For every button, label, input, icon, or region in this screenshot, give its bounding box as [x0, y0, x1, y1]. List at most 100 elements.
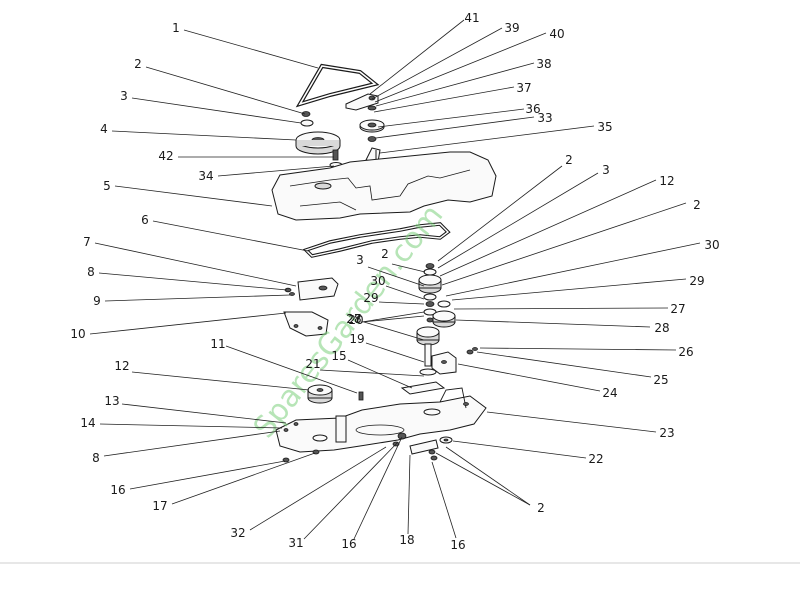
callout-label-13: 13 [104, 394, 119, 408]
leader-line-15 [347, 359, 413, 389]
leader-line-14 [99, 423, 283, 429]
leader-line-8 [98, 272, 288, 291]
part-shield-10 [283, 311, 329, 337]
leader-line-13 [121, 403, 287, 424]
leader-line-16 [353, 436, 403, 540]
leader-line-29 [451, 278, 687, 301]
callout-label-25: 25 [653, 373, 668, 387]
leader-line-2 [391, 263, 426, 273]
callout-label-4: 4 [100, 122, 108, 136]
leader-line-39 [371, 27, 503, 100]
leader-line-25 [476, 351, 652, 378]
callout-label-21: 21 [305, 357, 320, 371]
callout-label-16: 16 [341, 537, 356, 551]
leader-line-5 [114, 185, 273, 207]
callout-label-16: 16 [110, 483, 125, 497]
callout-label-35: 35 [597, 120, 612, 134]
callout-label-2: 2 [537, 501, 545, 515]
callout-label-3: 3 [602, 163, 610, 177]
leader-line-12 [439, 179, 657, 277]
part-small-v-belt [295, 63, 380, 108]
leader-lines [89, 19, 701, 540]
leader-line-11 [225, 345, 358, 394]
leader-line-9 [104, 294, 291, 302]
callout-label-33: 33 [537, 111, 552, 125]
callout-label-42: 42 [158, 149, 173, 163]
callout-label-2: 2 [693, 198, 701, 212]
leader-line-2 [145, 66, 306, 115]
leader-line-4 [111, 130, 297, 141]
callout-label-3: 3 [120, 89, 128, 103]
callout-label-31: 31 [288, 536, 303, 550]
callout-label-14: 14 [80, 416, 95, 430]
callout-label-1: 1 [172, 21, 180, 35]
part-bracket-7 [284, 277, 339, 301]
callout-label-6: 6 [141, 213, 149, 227]
part-bracket-24 [431, 347, 478, 375]
callout-label-27: 27 [670, 302, 685, 316]
callout-label-9: 9 [93, 294, 101, 308]
leader-line-18 [407, 454, 411, 535]
callout-label-37: 37 [516, 81, 531, 95]
part-tensioner-arm [345, 93, 385, 164]
leader-line-26 [479, 347, 677, 351]
leader-line-37 [373, 86, 515, 113]
leader-line-33 [375, 116, 535, 139]
callout-label-30: 30 [370, 274, 385, 288]
part-deck-plate [275, 387, 487, 453]
leader-line-38 [375, 62, 535, 107]
callout-label-3: 3 [356, 253, 364, 267]
callout-label-8: 8 [87, 265, 95, 279]
callout-label-5: 5 [103, 179, 111, 193]
callout-label-2: 2 [565, 153, 573, 167]
callout-label-34: 34 [198, 169, 213, 183]
leader-line-34 [217, 165, 335, 177]
callout-label-8: 8 [92, 451, 100, 465]
leader-line-29 [378, 301, 425, 305]
leader-line-3 [437, 172, 599, 269]
part-washer-22 [439, 436, 453, 444]
leader-line-17 [171, 452, 316, 505]
part-plate-15 [400, 381, 446, 395]
callout-label-12: 12 [114, 359, 129, 373]
callout-label-41: 41 [464, 11, 479, 25]
callout-label-15: 15 [331, 349, 346, 363]
leader-line-35 [379, 125, 595, 154]
callout-label-27: 27 [346, 312, 361, 326]
leader-line-6 [152, 220, 309, 252]
callout-label-28: 28 [346, 312, 361, 326]
leader-line-31 [303, 441, 399, 540]
part-belt-cover [271, 151, 497, 221]
callout-label-10: 10 [70, 327, 85, 341]
leader-line-23 [486, 411, 657, 433]
leader-line-2 [437, 165, 563, 262]
leader-line-1 [183, 29, 319, 69]
leader-line-21 [319, 369, 425, 377]
leader-line-28 [361, 315, 425, 323]
leader-line-10 [89, 312, 287, 335]
callout-label-20: 20 [348, 313, 363, 327]
callout-label-40: 40 [549, 27, 564, 41]
leader-line-22 [452, 440, 587, 459]
leader-line-32 [249, 446, 387, 531]
callout-label-36: 36 [525, 102, 540, 116]
part-long-v-belt [302, 222, 451, 258]
callout-label-7: 7 [83, 235, 91, 249]
callout-label-38: 38 [536, 57, 551, 71]
callout-label-12: 12 [659, 174, 674, 188]
callout-label-22: 22 [588, 452, 603, 466]
leader-line-2 [445, 446, 531, 506]
callout-label-19: 19 [349, 332, 364, 346]
callout-label-32: 32 [230, 526, 245, 540]
callout-label-16: 16 [450, 538, 465, 552]
leader-line-27 [361, 311, 425, 323]
callout-label-26: 26 [678, 345, 693, 359]
leader-line-28 [455, 319, 651, 328]
leader-line-30 [385, 285, 425, 300]
callout-label-2: 2 [381, 247, 389, 261]
leader-line-3 [367, 266, 425, 287]
callout-label-30: 30 [704, 238, 719, 252]
